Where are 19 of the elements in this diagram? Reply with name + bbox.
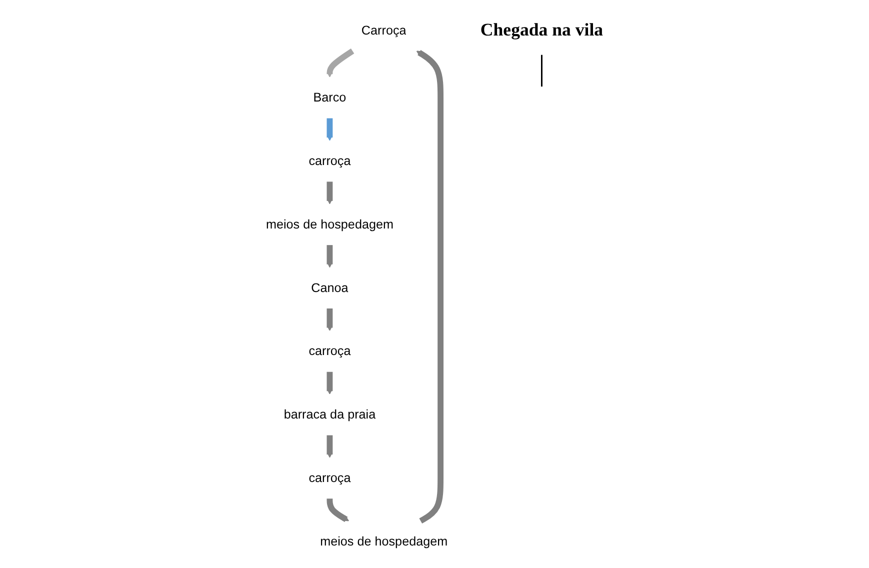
arrow [326, 117, 333, 141]
arrow [326, 180, 333, 204]
node-text: meios de hospedagem [320, 534, 448, 548]
node-text: carroça [308, 344, 351, 358]
arrow [326, 244, 333, 268]
node-text: meios de hospedagem [266, 217, 394, 232]
node-text: carroça [308, 470, 351, 485]
connector [541, 54, 542, 87]
arrow [326, 434, 333, 458]
arrow [416, 50, 444, 524]
arrow [326, 307, 333, 331]
node-text: barraca da praia [284, 407, 376, 422]
node-text: Chegada na vila [480, 20, 604, 40]
arrow [326, 48, 354, 78]
node-text: carroça [308, 154, 351, 168]
arrow [326, 370, 333, 394]
node-text: Canoa [311, 280, 348, 295]
node-text: Barco [313, 90, 346, 105]
node-text: Carroça [361, 23, 406, 38]
